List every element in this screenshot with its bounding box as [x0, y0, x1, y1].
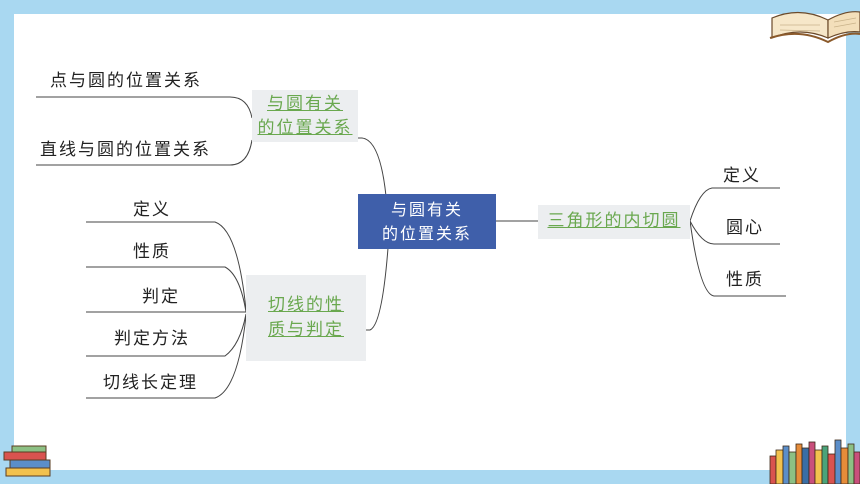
leaf-line-circle[interactable]: 直线与圆的位置关系	[40, 140, 211, 160]
branch-node-tangent-line2: 质与判定	[268, 320, 344, 340]
leaf-tangent-definition[interactable]: 定义	[133, 200, 171, 220]
center-node-line1: 与圆有关	[390, 199, 463, 219]
line-bl-center	[366, 247, 389, 331]
leaf-point-circle[interactable]: 点与圆的位置关系	[50, 71, 202, 91]
line-right-def	[689, 187, 780, 222]
line-leaf-line-circle	[36, 139, 253, 166]
leaf-incircle-property[interactable]: 性质	[726, 270, 764, 290]
branch-node-incircle-box[interactable]	[538, 205, 690, 239]
leaf-tangent-judgement[interactable]: 判定	[142, 287, 180, 307]
leaf-incircle-center[interactable]: 圆心	[726, 218, 764, 238]
line-tl-center	[358, 137, 387, 197]
leaf-tangent-length-theorem[interactable]: 切线长定理	[103, 373, 198, 393]
center-node-line2: 的位置关系	[381, 223, 472, 243]
branch-node-relation-line2: 的位置关系	[257, 118, 353, 138]
branch-node-incircle-label: 三角形的内切圆	[547, 211, 681, 231]
leaf-incircle-definition[interactable]: 定义	[723, 166, 761, 186]
line-leaf-def	[86, 221, 247, 311]
branch-node-relation-box[interactable]	[252, 90, 358, 142]
line-leaf-prop	[86, 266, 247, 313]
line-leaf-tangent-len	[86, 315, 247, 399]
branch-node-relation-line1: 与圆有关	[267, 94, 343, 114]
open-book-icon	[769, 11, 860, 44]
line-leaf-method	[86, 313, 247, 357]
book-stack-icon	[3, 445, 51, 477]
center-node[interactable]: 与圆有关 的位置关系	[358, 194, 496, 249]
bookshelf-icon	[769, 439, 860, 484]
branch-node-tangent-box[interactable]	[246, 275, 366, 361]
leaf-tangent-property[interactable]: 性质	[133, 242, 171, 262]
leaf-tangent-method[interactable]: 判定方法	[114, 329, 190, 349]
line-right-center	[689, 220, 780, 245]
line-right-prop	[689, 220, 786, 297]
branch-node-tangent-line1: 切线的性	[268, 295, 344, 315]
line-leaf-point-circle	[36, 96, 253, 119]
